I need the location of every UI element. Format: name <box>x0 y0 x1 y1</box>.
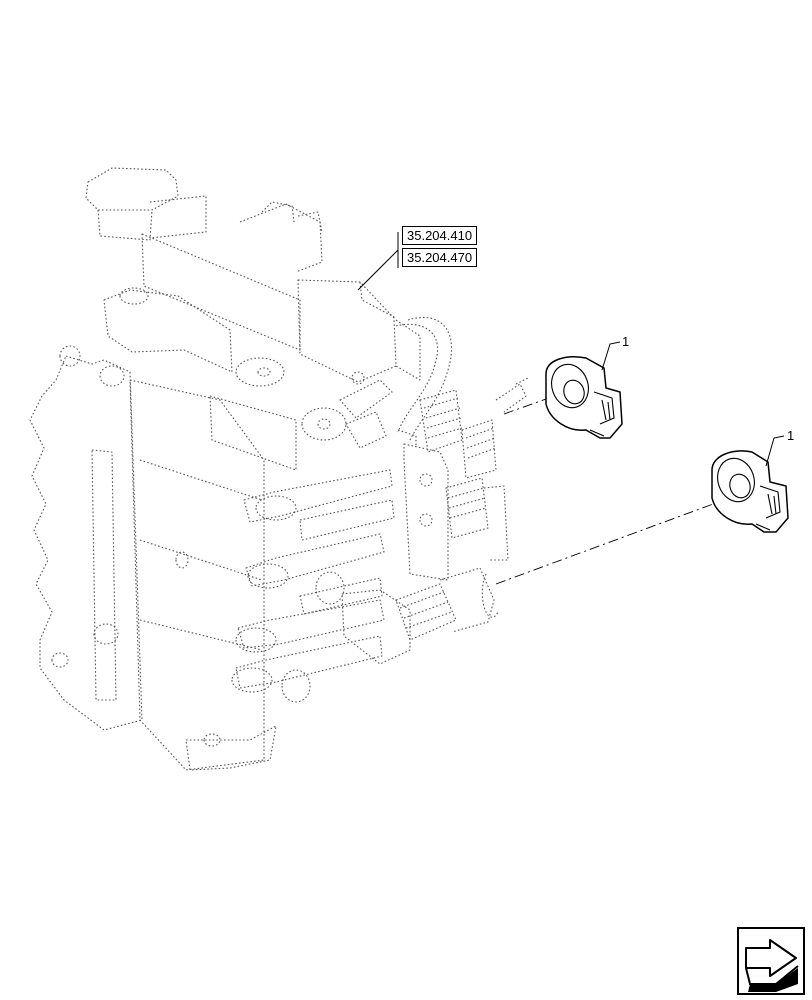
reference-leader-line <box>357 232 399 291</box>
callout-leader-lower <box>765 435 785 467</box>
part-1-knob-upper[interactable] <box>545 356 623 439</box>
callout-number-lower: 1 <box>787 428 795 443</box>
part-1-knob-lower[interactable] <box>711 450 789 533</box>
spring-cartridge-lower <box>395 477 509 641</box>
spring-cartridge-upper <box>419 389 497 479</box>
valve-assembly-outline <box>29 167 529 771</box>
reference-link-1[interactable]: 35.204.410 <box>402 226 478 245</box>
callout-leader-upper <box>601 341 621 371</box>
alignment-line-lower <box>495 499 725 585</box>
callout-number-upper: 1 <box>622 334 630 349</box>
reference-link-2[interactable]: 35.204.470 <box>402 248 478 267</box>
next-page-arrow-icon[interactable] <box>737 927 805 995</box>
